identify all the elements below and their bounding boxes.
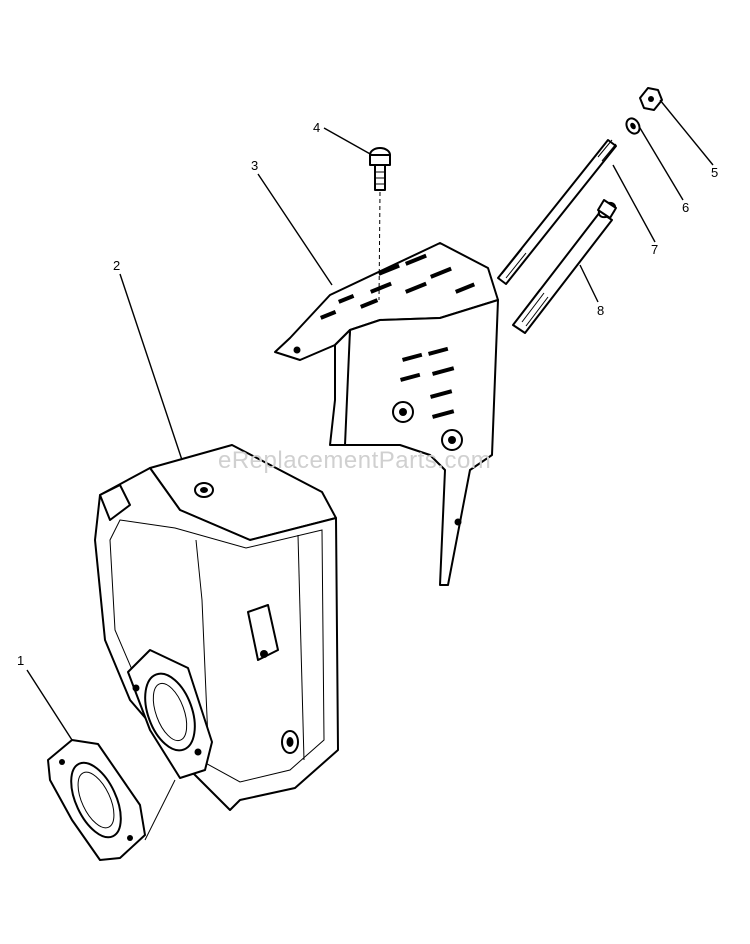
callout-1: 1	[17, 653, 24, 668]
callout-5: 5	[711, 165, 718, 180]
watermark-text: eReplacementParts.com	[218, 447, 491, 474]
callout-8: 8	[597, 303, 604, 318]
part-2-muffler[interactable]	[94, 444, 339, 811]
callout-7: 7	[651, 242, 658, 257]
part-7-stud[interactable]	[497, 139, 617, 285]
callout-4: 4	[313, 120, 320, 135]
part-6-lock-washer[interactable]	[624, 116, 642, 136]
callout-3: 3	[251, 158, 258, 173]
part-5-nut[interactable]	[639, 87, 663, 111]
part-3-heat-shield[interactable]	[274, 242, 499, 586]
callout-2: 2	[113, 258, 120, 273]
part-1-gasket[interactable]	[47, 739, 146, 861]
part-8-long-bolt[interactable]	[512, 199, 618, 334]
part-4-screw[interactable]	[369, 147, 391, 191]
heat-shield-slots	[319, 253, 476, 419]
leader-lines	[26, 99, 714, 841]
callout-6: 6	[682, 200, 689, 215]
